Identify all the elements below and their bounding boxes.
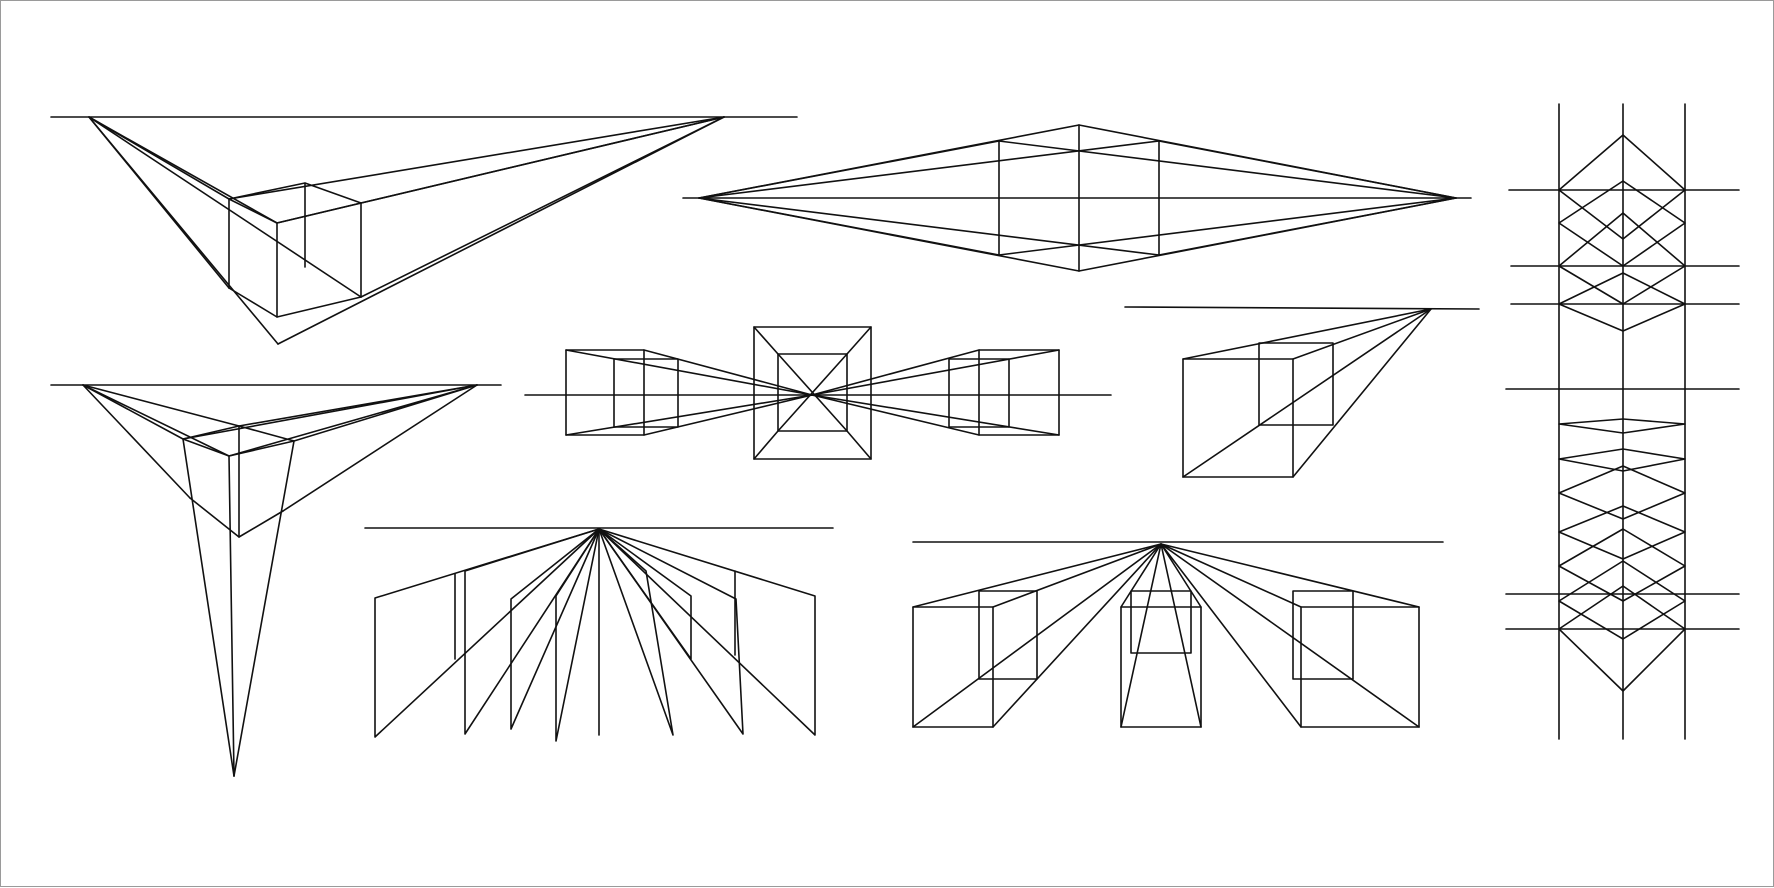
three-point-perspective-box-left <box>50 384 502 777</box>
two-point-perspective-diamond-top-center <box>682 124 1472 272</box>
one-point-perspective-box-right <box>1124 306 1480 478</box>
vertical-grid-strip-right <box>1505 103 1740 740</box>
one-point-perspective-planes-bottom-left <box>364 527 834 742</box>
one-point-perspective-boxes-bottom-right <box>912 541 1444 728</box>
one-point-perspective-boxes-center <box>524 326 1112 460</box>
two-point-perspective-box-top-left <box>50 116 798 345</box>
